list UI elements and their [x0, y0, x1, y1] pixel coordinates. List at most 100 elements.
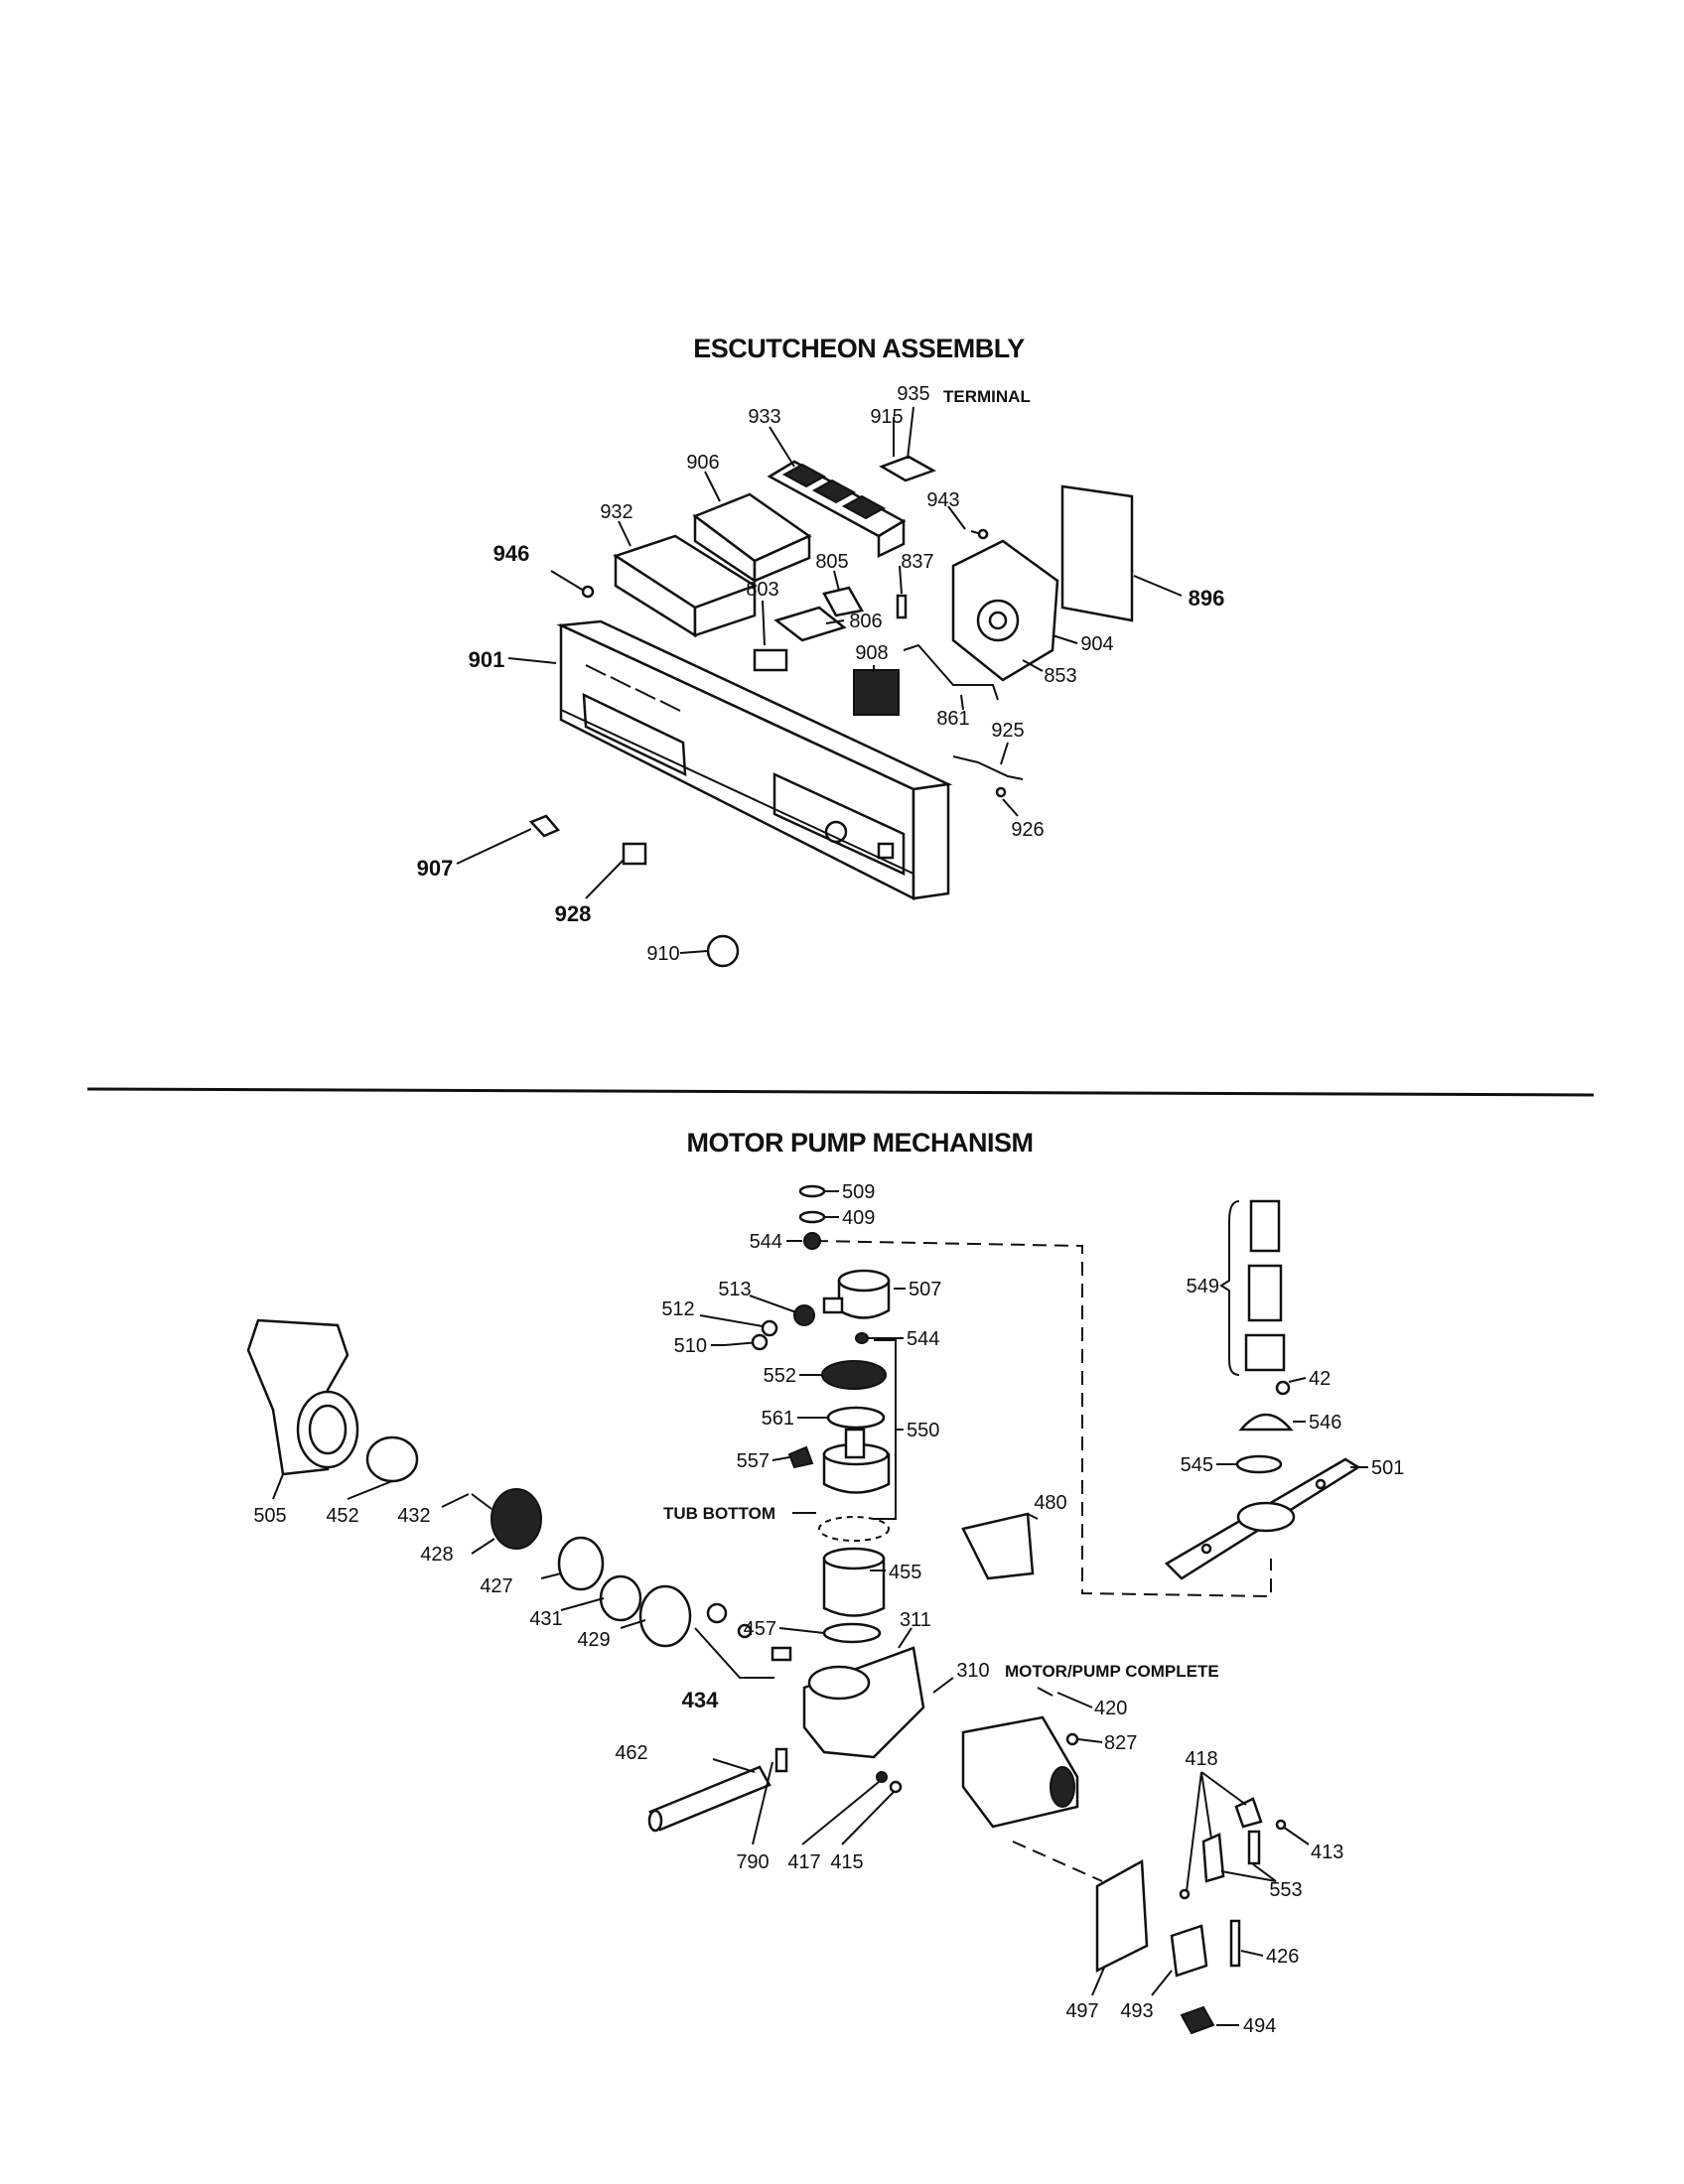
label-837: 837	[901, 551, 933, 573]
part-513-impeller	[793, 1304, 815, 1326]
part-861-link	[903, 643, 999, 701]
part-907-button	[528, 814, 561, 838]
label-434: 434	[682, 1688, 719, 1712]
part-507-pump-housing	[822, 1269, 891, 1319]
label-457: 457	[744, 1618, 776, 1640]
escutcheon-assembly-section: ESCUTCHEON ASSEMBLY	[417, 334, 1225, 968]
label-426: 426	[1266, 1946, 1299, 1968]
part-409-washer	[798, 1210, 826, 1224]
label-805: 805	[815, 551, 848, 573]
label-455: 455	[889, 1562, 921, 1583]
part-480-duct	[961, 1512, 1035, 1580]
label-557: 557	[737, 1450, 770, 1472]
part-455-coupling	[822, 1547, 886, 1617]
part-42-screw	[1275, 1380, 1291, 1396]
motor-pump-leader-lines	[272, 1190, 1368, 2026]
label-513: 513	[718, 1279, 751, 1300]
label-907: 907	[417, 856, 454, 881]
part-910-knob	[706, 934, 740, 968]
part-510-bolt	[724, 1333, 769, 1351]
label-906: 906	[686, 452, 719, 474]
part-546-cap	[1238, 1413, 1294, 1432]
label-431: 431	[529, 1608, 562, 1630]
part-803-switch	[753, 648, 788, 672]
label-553: 553	[1269, 1879, 1302, 1901]
part-426-rod	[1229, 1919, 1241, 1968]
label-925: 925	[991, 720, 1024, 742]
label-544-lower: 544	[907, 1328, 939, 1350]
part-497-bracket	[1095, 1858, 1149, 1974]
label-935: 935	[897, 383, 929, 405]
part-557-clip	[787, 1445, 814, 1469]
label-546: 546	[1309, 1412, 1341, 1433]
part-805-clip	[822, 586, 864, 617]
label-480: 480	[1034, 1492, 1066, 1514]
label-904: 904	[1080, 633, 1113, 655]
label-928: 928	[555, 901, 592, 926]
part-806-plate	[773, 606, 847, 642]
part-494-plunger	[1180, 2005, 1215, 2035]
part-901-console-panel	[556, 619, 953, 901]
label-943: 943	[926, 489, 959, 511]
label-493: 493	[1120, 2000, 1153, 2022]
label-908: 908	[855, 642, 888, 664]
part-925-wire-harness	[952, 755, 1024, 780]
label-497: 497	[1065, 2000, 1098, 2022]
part-896-label-sheet	[1060, 484, 1134, 622]
label-803: 803	[746, 579, 778, 601]
part-432-pin	[471, 1493, 492, 1510]
part-915-terminal	[879, 455, 937, 482]
part-434-hardware-group	[706, 1602, 792, 1662]
part-904-timer	[951, 539, 1059, 682]
part-545-washer	[1235, 1454, 1283, 1474]
part-420-wire	[1037, 1687, 1053, 1697]
label-790: 790	[736, 1851, 769, 1873]
label-418: 418	[1185, 1748, 1217, 1770]
label-896: 896	[1189, 586, 1225, 611]
part-493-solenoid	[1170, 1924, 1208, 1978]
label-462: 462	[615, 1742, 647, 1764]
section-divider	[86, 1087, 1595, 1097]
label-910: 910	[646, 943, 679, 965]
part-505-sump	[246, 1318, 359, 1476]
part-544-nut-lower	[855, 1332, 869, 1344]
label-427: 427	[480, 1575, 512, 1597]
terminal-note: TERMINAL	[943, 387, 1031, 406]
part-428-impeller	[491, 1488, 542, 1550]
part-790-spring	[774, 1747, 788, 1773]
label-510: 510	[674, 1335, 707, 1357]
label-501: 501	[1371, 1457, 1404, 1479]
label-505: 505	[253, 1505, 286, 1527]
part-544-nut	[803, 1232, 821, 1250]
label-494: 494	[1243, 2015, 1276, 2037]
part-417-nut	[876, 1771, 888, 1783]
part-943-screw	[970, 528, 989, 540]
label-415: 415	[830, 1851, 863, 1873]
label-507: 507	[909, 1279, 941, 1300]
part-452-clamp	[365, 1435, 419, 1483]
part-906-switch-block	[692, 492, 812, 584]
label-552: 552	[764, 1365, 796, 1387]
label-561: 561	[762, 1408, 794, 1430]
part-552-gear	[821, 1360, 887, 1390]
label-926: 926	[1011, 819, 1044, 841]
part-415-washer	[889, 1780, 903, 1794]
label-806: 806	[849, 611, 882, 632]
label-933: 933	[748, 406, 780, 428]
label-853: 853	[1044, 665, 1076, 687]
part-512-washer	[761, 1319, 778, 1337]
part-457-clamp	[822, 1622, 882, 1644]
part-928-clip	[622, 842, 647, 866]
bracket-549	[1219, 1200, 1240, 1376]
dashed-assembly-connector	[813, 1240, 1272, 1598]
label-932: 932	[600, 501, 632, 523]
escutcheon-leader-lines	[456, 406, 1183, 954]
part-932-bracket	[613, 534, 758, 638]
part-311-pump-body	[802, 1646, 925, 1759]
label-420: 420	[1094, 1698, 1127, 1719]
tub-bottom-opening	[818, 1516, 890, 1542]
escutcheon-assembly-title: ESCUTCHEON ASSEMBLY	[693, 334, 1025, 363]
label-901: 901	[469, 647, 505, 672]
label-512: 512	[661, 1298, 694, 1320]
